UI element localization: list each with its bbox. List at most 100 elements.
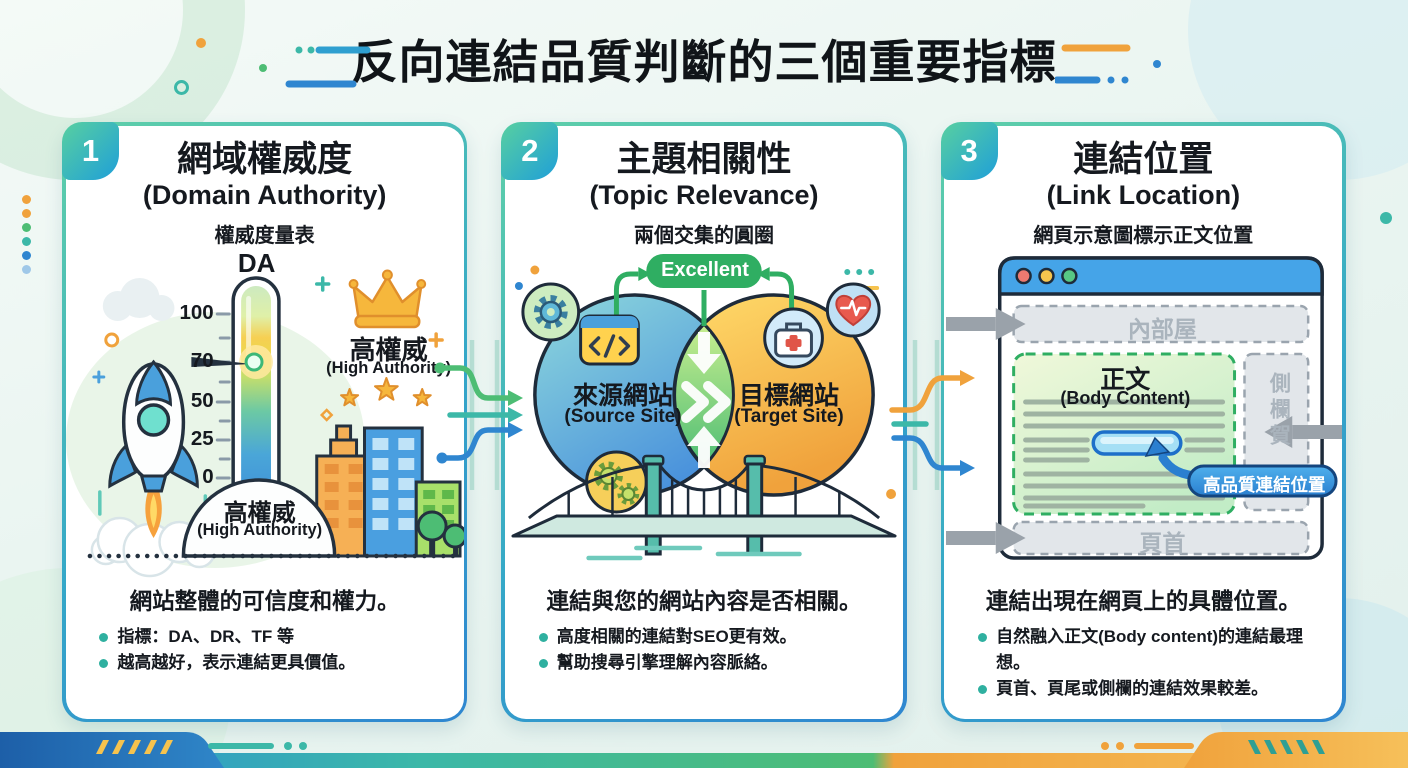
title-speedlines-right (1055, 44, 1161, 84)
sparkle-icons (92, 275, 444, 422)
deco-dot (22, 251, 31, 260)
deco-dot (22, 209, 31, 218)
card-subtitle: (Domain Authority) (142, 179, 387, 210)
dome-label: 高權威 (223, 499, 296, 527)
gear-icon (521, 282, 581, 342)
deco-dot (22, 237, 31, 246)
deco-dot (1380, 212, 1392, 224)
card-title: 主題相關性 (616, 139, 792, 179)
authority-gauge-illustration: DA 100 70 50 25 0 高權威 (High Authority) 高… (65, 247, 464, 582)
card-caption: 網頁示意圖標示正文位置 (1033, 224, 1254, 247)
deco-dot (196, 38, 206, 48)
bullet-dot-icon (978, 685, 988, 695)
excellent-badge-label: Excellent (661, 258, 749, 281)
bullet-item: 自然融入正文(Body content)的連結最理想。 (978, 624, 1326, 677)
tree-icon (416, 510, 448, 542)
arrow-into-sidebar (1292, 424, 1343, 439)
bullet-text: 頁首、頁尾或側欄的連結效果較差。 (996, 679, 1269, 699)
bridge-illustration (511, 454, 897, 560)
bullet-item: 頁首、頁尾或側欄的連結效果較差。 (978, 676, 1326, 702)
card-domain-authority: 1 網域權威度 (Domain Authority) 權威度量表 (62, 122, 468, 722)
bottom-right-shape (1184, 732, 1408, 768)
crown-icon (348, 269, 426, 328)
tree-icon (442, 523, 464, 549)
card-caption: 兩個交集的圓圈 (633, 224, 774, 247)
gauge-da-label: DA (237, 247, 276, 278)
footer-zone-label: 頁首 (1139, 529, 1186, 556)
body-content-label: 正文 (1100, 365, 1151, 394)
card-number-badge: 3 (940, 122, 998, 180)
venn-diagram-illustration: Excellent 來源網站 (Source Site) 目標網站 (Targe… (505, 250, 903, 582)
header-zone (1012, 304, 1310, 343)
window-close-icon (1015, 267, 1033, 284)
deco-dot (22, 195, 31, 204)
card-subtitle: (Link Location) (1046, 179, 1241, 210)
window-minimize-icon (1038, 267, 1056, 284)
body-content-label-en: (Body Content) (1060, 387, 1191, 408)
bullet-text: 越高越好，表示連結更具價值。 (117, 653, 356, 673)
source-site-label-en: (Source Site) (564, 405, 682, 427)
gauge-tick-100: 100 (179, 300, 214, 324)
rocket-icon (90, 359, 216, 577)
excellent-badge (646, 253, 762, 288)
buildings-illustration (314, 424, 464, 558)
bullet-dot-icon (99, 632, 109, 642)
gears-icon (585, 450, 648, 514)
title-speedlines-left (259, 46, 371, 88)
arrow-into-footer (946, 530, 997, 545)
bullet-item: 越高越好，表示連結更具價值。 (99, 650, 447, 676)
authority-dome (181, 478, 337, 558)
cloud-icon (102, 277, 175, 321)
quality-link-callout-label: 高品質連結位置 (1203, 474, 1326, 495)
gauge-tick-50: 50 (190, 388, 214, 412)
cards-row: 1 網域權威度 (Domain Authority) 權威度量表 (0, 122, 1408, 722)
thermometer-gauge (191, 275, 281, 512)
position-arrows (946, 307, 1343, 554)
excellent-arrows (613, 253, 795, 330)
target-site-label-en: (Target Site) (734, 405, 844, 427)
bullet-dot-icon (538, 659, 548, 669)
card-summary: 連結與您的網站內容是否相關。 (546, 588, 862, 614)
bullet-dot-icon (538, 632, 548, 642)
card-number-badge: 2 (501, 122, 559, 180)
source-site-label: 來源網站 (572, 381, 673, 410)
card-subtitle: (Topic Relevance) (589, 179, 819, 210)
star-icons (339, 376, 432, 406)
arrow-into-header (946, 316, 997, 331)
card-caption: 權威度量表 (214, 224, 315, 247)
deco-ring (174, 80, 189, 95)
card-number-badge: 1 (62, 122, 119, 180)
page-title: 反向連結品質判斷的三個重要指標 (351, 36, 1057, 88)
bullet-item: 幫助搜尋引擎理解內容脈絡。 (538, 650, 887, 676)
gauge-tick-70: 70 (190, 348, 214, 372)
bottom-left-shape (0, 732, 224, 768)
card-bullets: 指標：DA、DR、TF 等 越高越好，表示連結更具價值。 (81, 624, 447, 677)
bullet-text: 自然融入正文(Body content)的連結最理想。 (996, 626, 1304, 673)
bullet-text: 幫助搜尋引擎理解內容脈絡。 (556, 653, 778, 673)
card-bullets: 自然融入正文(Body content)的連結最理想。 頁首、頁尾或側欄的連結效… (960, 624, 1326, 703)
bullet-item: 指標：DA、DR、TF 等 (99, 624, 447, 650)
gauge-tick-0: 0 (202, 464, 214, 488)
card-title: 網域權威度 (177, 139, 353, 179)
bullet-item: 高度相關的連結對SEO更有效。 (538, 624, 887, 650)
gauge-tick-25: 25 (190, 426, 214, 450)
bullet-text: 指標：DA、DR、TF 等 (117, 626, 295, 646)
card-title: 連結位置 (1073, 139, 1214, 179)
target-site-label: 目標網站 (738, 381, 839, 410)
high-authority-label-en: (High Authority) (326, 358, 452, 377)
code-icon (579, 314, 640, 366)
dome-label-en: (High Authority) (197, 520, 323, 539)
header-zone-label: 內部屋 (1127, 315, 1197, 342)
browser-titlebar (998, 255, 1325, 296)
intersection-arrows (687, 331, 721, 468)
window-maximize-icon (1061, 267, 1078, 284)
high-authority-label: 高權威 (349, 334, 428, 365)
webpage-mockup-illustration: 內部屋 正文 (Body Content) 側欄賀 頁首 高品質連結位置 (944, 250, 1343, 582)
gauge-needle (191, 356, 251, 367)
card-summary: 網站整體的可信度和權力。 (129, 588, 400, 614)
card-summary: 連結出現在網頁上的具體位置。 (985, 588, 1301, 614)
bullet-dot-icon (978, 632, 988, 642)
medical-kit-icon (763, 307, 824, 369)
card-bullets: 高度相關的連結對SEO更有效。 幫助搜尋引擎理解內容脈絡。 (521, 624, 887, 677)
chevron-right-icons (681, 380, 731, 423)
